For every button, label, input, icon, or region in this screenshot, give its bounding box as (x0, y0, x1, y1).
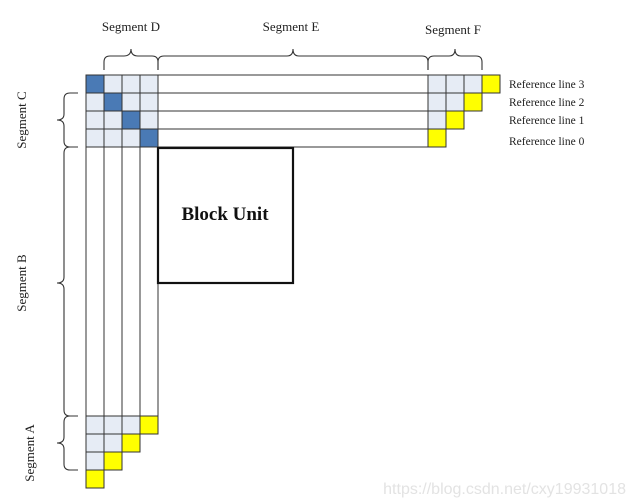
segment-b-brace (56, 146, 78, 417)
segment-d-brace (103, 48, 159, 70)
corner-sample-dark (121, 110, 141, 130)
corner-sample (121, 74, 141, 94)
watermark: https://blog.csdn.net/cxy19931018 (383, 481, 626, 498)
corner-sample-dark (139, 128, 159, 148)
segment-a-brace (56, 415, 78, 471)
reference-row-strip (157, 128, 429, 148)
bottom-left-sample (85, 415, 105, 435)
segment-f-brace (427, 48, 483, 70)
corner-sample (85, 110, 105, 130)
reference-line-1-label: Reference line 1 (509, 115, 585, 127)
corner-sample (103, 74, 123, 94)
corner-sample (121, 92, 141, 112)
corner-sample (85, 128, 105, 148)
segment-d-label: Segment D (102, 19, 160, 34)
extended-sample-yellow (103, 451, 123, 471)
reference-grid (85, 74, 501, 489)
top-right-sample (445, 92, 465, 112)
extended-sample-yellow (427, 128, 447, 148)
segment-a-label: Segment A (22, 424, 37, 482)
top-right-sample (427, 74, 447, 94)
extended-sample-yellow (463, 92, 483, 112)
extended-sample-yellow (139, 415, 159, 435)
top-right-sample (463, 74, 483, 94)
bottom-left-sample (103, 433, 123, 453)
corner-sample (139, 74, 159, 94)
bottom-left-sample (121, 415, 141, 435)
reference-row-strip (157, 74, 429, 94)
bottom-left-sample (85, 451, 105, 471)
corner-sample (85, 92, 105, 112)
corner-sample (103, 110, 123, 130)
top-right-sample (427, 110, 447, 130)
segment-e-label: Segment E (263, 19, 320, 34)
reference-line-0-label: Reference line 0 (509, 136, 585, 148)
corner-sample (139, 92, 159, 112)
reference-line-3-label: Reference line 3 (509, 79, 585, 91)
corner-sample (139, 110, 159, 130)
block-unit (156, 146, 295, 285)
segment-c-brace (56, 92, 78, 148)
corner-sample (121, 128, 141, 148)
corner-sample (103, 128, 123, 148)
reference-line-2-label: Reference line 2 (509, 97, 585, 109)
reference-column-strip (85, 146, 105, 417)
block-unit-label: Block Unit (181, 204, 269, 225)
corner-sample-dark (103, 92, 123, 112)
top-right-sample (427, 92, 447, 112)
reference-column-strip (121, 146, 141, 417)
extended-sample-yellow (121, 433, 141, 453)
top-right-sample (445, 74, 465, 94)
corner-sample-dark (85, 74, 105, 94)
segment-e-brace (157, 48, 429, 70)
reference-column-strip (103, 146, 123, 417)
segment-c-label: Segment C (14, 91, 29, 148)
segment-b-label: Segment B (14, 254, 29, 312)
extended-sample-yellow (85, 469, 105, 489)
reference-row-strip (157, 110, 429, 130)
reference-column-strip (139, 146, 159, 417)
segment-f-label: Segment F (425, 22, 481, 37)
bottom-left-sample (85, 433, 105, 453)
reference-row-strip (157, 92, 429, 112)
extended-sample-yellow (481, 74, 501, 94)
bottom-left-sample (103, 415, 123, 435)
extended-sample-yellow (445, 110, 465, 130)
